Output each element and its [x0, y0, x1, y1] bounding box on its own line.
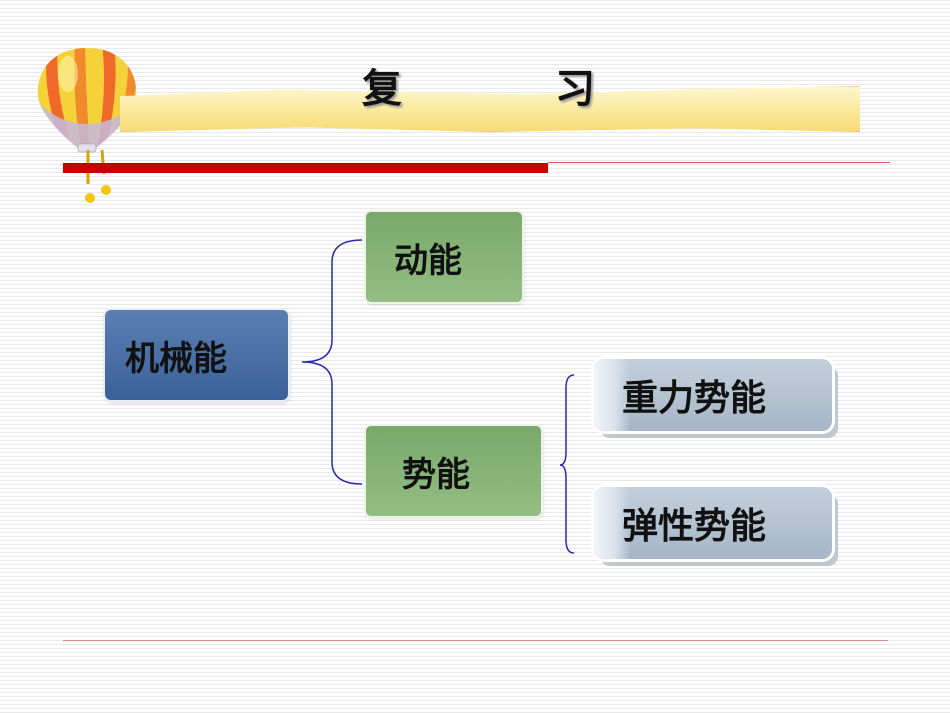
brace-potential [559, 374, 575, 554]
node-elastic-potential: 弹性势能 [594, 487, 832, 559]
node-gravitational-potential-label: 重力势能 [622, 378, 767, 419]
header-red-bar [63, 163, 548, 173]
page-title-char-2: 习 [555, 66, 595, 112]
node-kinetic-energy-label: 动能 [394, 240, 462, 281]
pill-highlight [594, 359, 630, 431]
title-ribbon [120, 86, 860, 132]
node-potential-energy: 势能 [366, 426, 541, 516]
node-mechanical-energy: 机械能 [105, 310, 288, 400]
node-potential-energy-label: 势能 [402, 454, 470, 495]
hot-air-balloon-icon [37, 48, 137, 203]
node-gravitational-potential: 重力势能 [594, 359, 832, 431]
node-kinetic-energy: 动能 [366, 212, 522, 302]
header-thin-line [548, 162, 890, 163]
node-mechanical-energy-label: 机械能 [125, 338, 227, 379]
brace-root [301, 239, 363, 485]
footer-thin-line [63, 640, 888, 641]
page-title-char-1: 复 [362, 66, 402, 112]
node-elastic-potential-label: 弹性势能 [622, 506, 767, 547]
pill-highlight [594, 487, 630, 559]
